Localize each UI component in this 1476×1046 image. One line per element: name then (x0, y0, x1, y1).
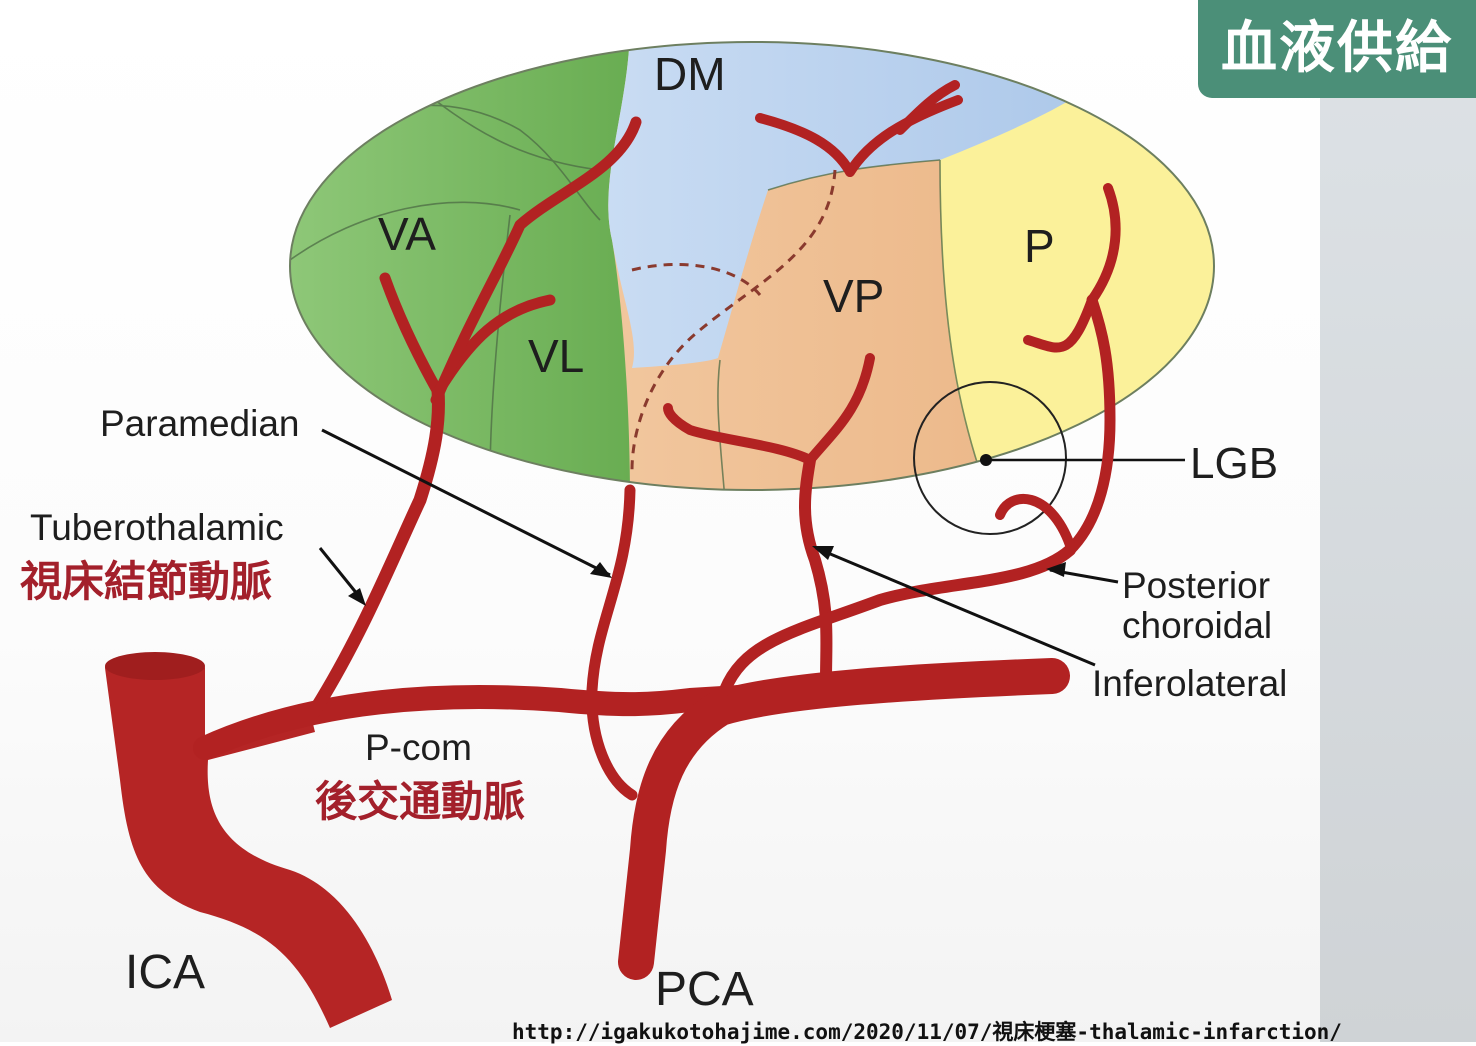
inferolateral-leader (815, 546, 1096, 667)
region-label-vl: VL (528, 330, 584, 382)
tuberothalamic-leader (318, 547, 364, 601)
tuberothalamic-arrowhead (348, 588, 366, 606)
pcom-jp-label: 後交通動脈 (315, 777, 525, 826)
lgb-label: LGB (1190, 439, 1278, 488)
thalamus-outline (289, 41, 1215, 491)
inferolateral-artery (663, 353, 875, 686)
pca-label: PCA (655, 963, 754, 1016)
region-p (940, 100, 1214, 490)
side-panel (1320, 0, 1476, 1042)
region-label-vp: VP (823, 270, 884, 322)
posterior-choroidal-label-2: choroidal (1122, 605, 1272, 646)
ica-label: ICA (125, 946, 205, 999)
inferolateral-label: Inferolateral (1092, 663, 1287, 704)
dm-arteries (755, 80, 963, 177)
posterior-choroidal-label-1: Posterior (1122, 565, 1270, 606)
tuberothalamic-artery (303, 116, 642, 725)
paramedian-leader (321, 428, 611, 577)
tuberothalamic-jp-label: 視床結節動脈 (20, 557, 272, 606)
pca-artery (618, 658, 1070, 980)
ica-opening (105, 652, 205, 680)
thalamus-diagram: DM VA VL VP P LGB Param (20, 41, 1287, 1028)
dashed-boundaries (630, 169, 837, 471)
source-url: http://igakukotohajime.com/2020/11/07/視床… (512, 1020, 1342, 1044)
lgb-circle (913, 381, 1067, 535)
section-badge: 血液供給 (1198, 0, 1476, 98)
tuberothalamic-label: Tuberothalamic (30, 507, 284, 548)
region-label-p: P (1024, 220, 1055, 272)
ica-artery (105, 654, 392, 1028)
region-label-va: VA (378, 208, 436, 260)
posterior-choroidal-arrowhead (1046, 562, 1066, 577)
paramedian-arrowhead (590, 562, 612, 578)
region-label-dm: DM (654, 48, 726, 100)
inferolateral-arrowhead (812, 546, 834, 560)
pcom-artery (193, 666, 1062, 760)
thalamus-regions (290, 42, 1214, 490)
posterior-choroidal-artery (719, 183, 1121, 696)
pcom-label: P-com (365, 727, 472, 768)
paramedian-artery (586, 484, 638, 801)
region-va-vl (290, 42, 630, 490)
region-dm (608, 42, 1070, 368)
paramedian-label: Paramedian (100, 403, 300, 444)
